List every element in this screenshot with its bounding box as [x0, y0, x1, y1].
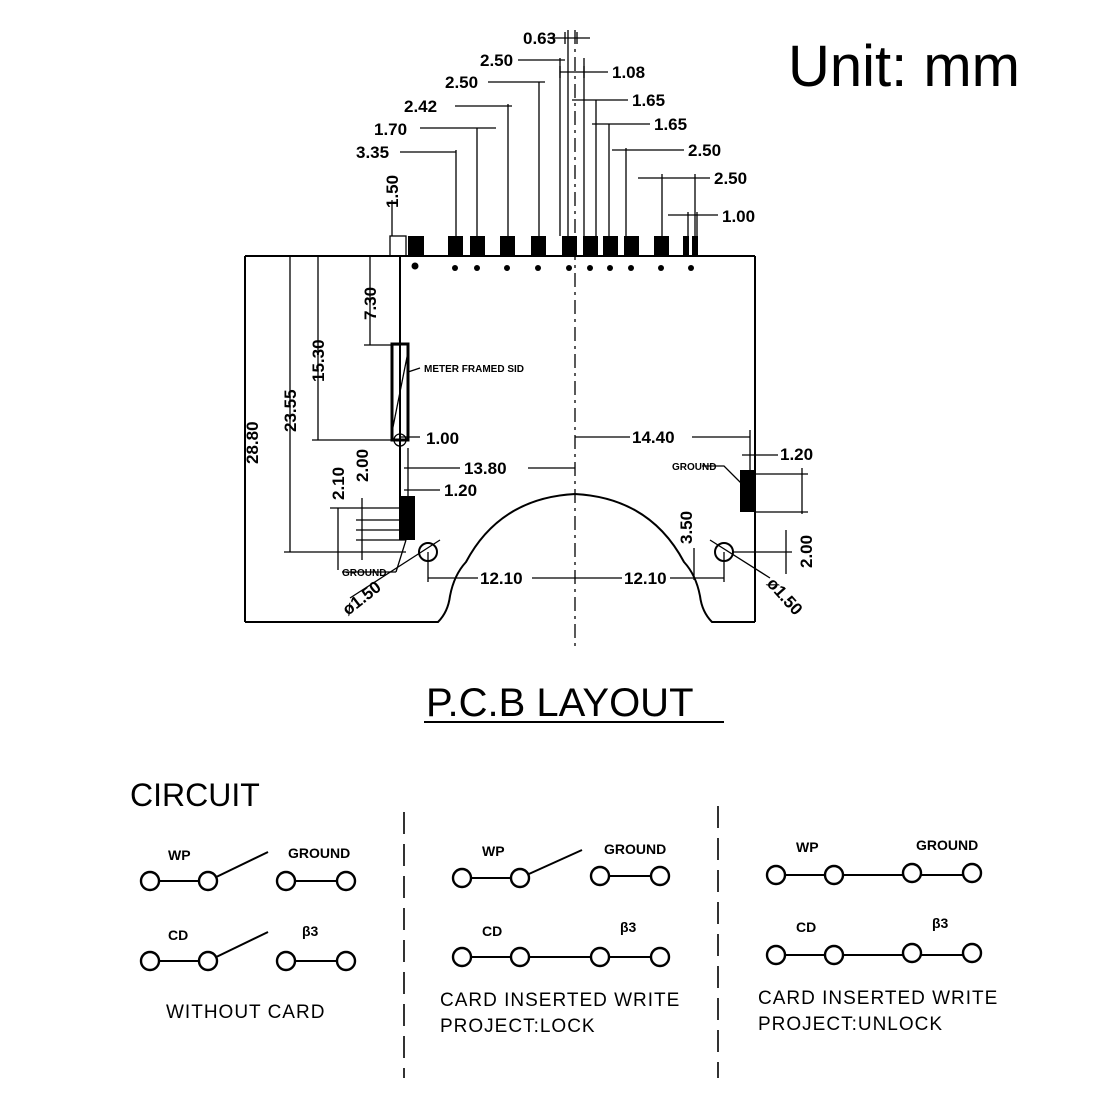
mid-dimension-labels: 1.00 14.40 1.20 13.80 1.20 — [426, 428, 813, 500]
dim-1210-left: 12.10 — [480, 569, 523, 588]
dim-108: 1.08 — [612, 63, 645, 82]
top-dimension-labels: 0.63 2.50 1.08 2.50 1.65 2.42 1.65 1.70 … — [356, 29, 755, 226]
dim-2355: 23.55 — [281, 389, 300, 432]
cd-label: CD — [168, 927, 188, 943]
circuit-panel-without-card: WP GROUND CD β3 WITHOUT CARD — [139, 845, 357, 1023]
cd-label: CD — [796, 919, 816, 935]
dim-250-a: 2.50 — [480, 51, 513, 70]
dim-350: 3.50 — [677, 511, 696, 544]
circuit-panel-unlock: WP GROUND CD β3 CARD INSERTED WRITE PROJ… — [758, 837, 998, 1035]
dim-210: 2.10 — [329, 467, 348, 500]
dim-165-b: 1.65 — [654, 115, 687, 134]
circuit-panel-lock: WP GROUND CD β3 CARD INSERTED WRITE PROJ… — [440, 841, 680, 1037]
dim-2880: 28.80 — [243, 421, 262, 464]
dim-242: 2.42 — [404, 97, 437, 116]
caption-line-1: CARD INSERTED WRITE — [758, 988, 998, 1009]
dim-730: 7.30 — [361, 287, 380, 320]
mid-dimension-lines — [400, 430, 808, 514]
dim-1380: 13.80 — [464, 459, 507, 478]
left-dimension-labels: 7.30 15.30 23.55 28.80 2.10 2.00 — [243, 287, 380, 500]
caption-line-1: WITHOUT CARD — [166, 1002, 325, 1023]
dim-100-top: 1.00 — [722, 207, 755, 226]
pcb-outline — [244, 255, 756, 623]
dim-200-left: 2.00 — [353, 449, 372, 482]
left-dimension-lines — [244, 256, 406, 622]
caption-line-1: CARD INSERTED WRITE — [440, 990, 680, 1011]
b3-label: β3 — [932, 915, 949, 931]
dim-phi-right: ø1.50 — [763, 574, 806, 619]
left-switch-slot — [390, 342, 755, 540]
contact-pads — [389, 235, 698, 271]
dim-1530: 15.30 — [309, 339, 328, 382]
caption-line-2: PROJECT:UNLOCK — [758, 1014, 943, 1035]
dim-250-d: 2.50 — [714, 169, 747, 188]
cd-label: CD — [482, 923, 502, 939]
ground-label: GROUND — [288, 845, 350, 861]
dim-100: 1.00 — [426, 429, 459, 448]
dim-120-right: 1.20 — [780, 445, 813, 464]
unit-label: Unit: mm — [788, 34, 1020, 99]
dim-120-left: 1.20 — [444, 481, 477, 500]
b3-label: β3 — [620, 919, 637, 935]
dim-1440: 14.40 — [632, 428, 675, 447]
mounting-holes — [349, 530, 792, 599]
dim-250-c: 2.50 — [688, 141, 721, 160]
dim-335: 3.35 — [356, 143, 389, 162]
dim-200-right: 2.00 — [797, 535, 816, 568]
wp-label: WP — [796, 839, 819, 855]
dim-1210-right: 12.10 — [624, 569, 667, 588]
ground-label: GROUND — [916, 837, 978, 853]
top-dimension-leaders — [391, 30, 718, 236]
wp-label: WP — [168, 847, 191, 863]
dim-phi-left: ø1.50 — [339, 577, 385, 619]
dim-250-b: 2.50 — [445, 73, 478, 92]
ground-label: GROUND — [604, 841, 666, 857]
dim-170: 1.70 — [374, 120, 407, 139]
pcb-layout-title: P.C.B LAYOUT — [426, 681, 694, 725]
circuit-title: CIRCUIT — [130, 777, 260, 813]
caption-line-2: PROJECT:LOCK — [440, 1016, 596, 1037]
dim-063: 0.63 — [523, 29, 556, 48]
wp-label: WP — [482, 843, 505, 859]
dim-150-vertical: 1.50 — [383, 175, 402, 208]
ground-label-right: GROUND — [672, 462, 716, 473]
b3-label: β3 — [302, 923, 319, 939]
ground-label-left: GROUND — [342, 568, 386, 579]
note-label: METER FRAMED SID — [424, 364, 524, 375]
dim-165-a: 1.65 — [632, 91, 665, 110]
